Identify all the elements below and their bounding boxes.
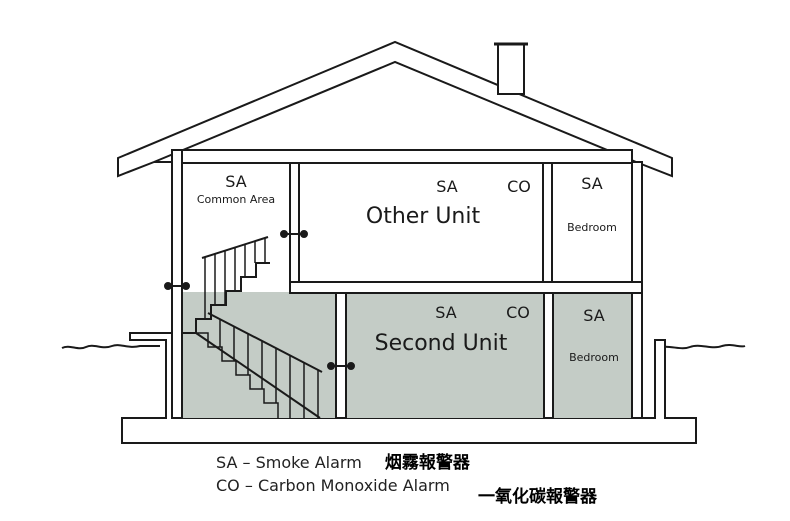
ground-line-right xyxy=(654,344,746,350)
second-bedroom-sa-label: SA xyxy=(583,306,604,325)
upper-handrail xyxy=(201,236,269,259)
common-area-label: Common Area xyxy=(197,193,275,206)
legend-smoke-alarm: SA – Smoke Alarm 烟霧報警器 xyxy=(216,448,470,473)
second-unit-co-label: CO xyxy=(506,303,530,322)
second-unit-label: Second Unit xyxy=(375,331,508,356)
upper-balusters xyxy=(204,238,266,319)
door-handle-common-area xyxy=(280,230,308,238)
other-unit-label: Other Unit xyxy=(366,204,481,229)
second-bedroom-wall xyxy=(543,292,554,419)
chimney xyxy=(497,43,525,95)
common-area-sa-label: SA xyxy=(225,172,246,191)
legend-sa-chinese: 烟霧報警器 xyxy=(384,453,470,473)
second-bedroom-label: Bedroom xyxy=(569,351,619,364)
legend-co-chinese-wrap: 一氧化碳報警器 xyxy=(478,482,597,507)
second-unit-sa-label: SA xyxy=(435,303,456,322)
door-handle-left xyxy=(164,282,190,290)
legend-co-alarm: CO – Carbon Monoxide Alarm xyxy=(216,476,450,495)
upper-ceiling xyxy=(181,149,633,164)
stair-wall xyxy=(335,292,347,419)
lower-balusters xyxy=(219,319,319,418)
legend-co-chinese: 一氧化碳報警器 xyxy=(478,487,597,507)
other-unit-co-label: CO xyxy=(507,177,531,196)
stair-stringer xyxy=(195,332,321,419)
other-bedroom-wall xyxy=(542,162,553,284)
staircase-steps xyxy=(181,262,270,334)
ground-line-left xyxy=(61,344,160,350)
staircase-steps-lower xyxy=(196,332,279,418)
common-area-wall xyxy=(289,162,300,284)
other-unit-sa-label: SA xyxy=(436,177,457,196)
other-bedroom-sa-label: SA xyxy=(581,174,602,193)
stair-well-fill xyxy=(181,292,320,418)
legend-sa-text: SA – Smoke Alarm xyxy=(216,453,362,472)
door-handle-second-unit xyxy=(327,362,355,370)
mid-floor xyxy=(289,281,643,294)
other-bedroom-label: Bedroom xyxy=(567,221,617,234)
left-outer-wall xyxy=(171,149,183,419)
legend-co-text: CO – Carbon Monoxide Alarm xyxy=(216,476,450,495)
lower-handrail xyxy=(207,312,323,373)
